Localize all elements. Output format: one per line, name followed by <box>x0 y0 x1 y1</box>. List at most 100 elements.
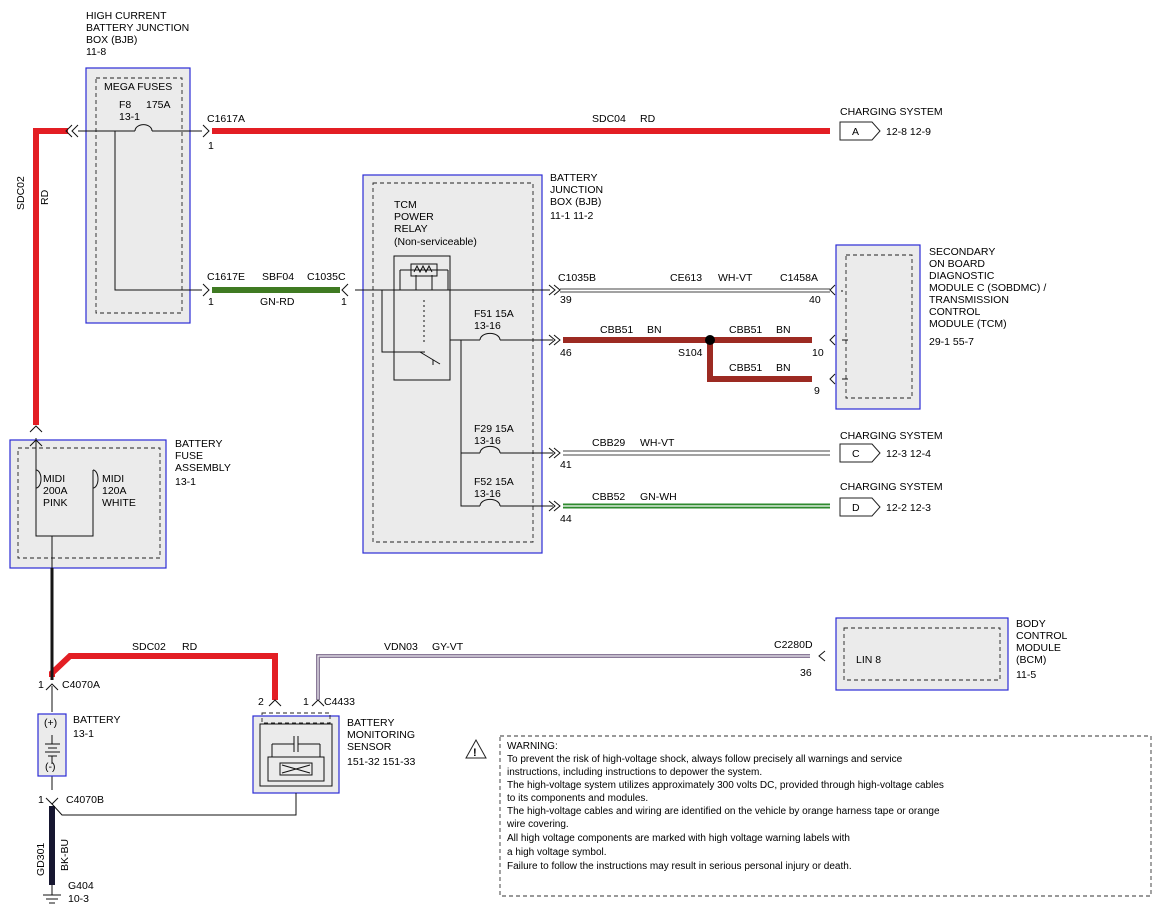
bjb-box <box>362 174 543 554</box>
reference-a-letter: A <box>852 126 859 138</box>
wire-sdc02-vertical-code: SDC02 <box>15 176 27 210</box>
wire-cbb52-code: CBB52 <box>592 491 625 503</box>
bjb-label: BATTERY JUNCTION BOX (BJB) 11-1 11-2 <box>550 172 606 222</box>
pin-41: 41 <box>560 459 572 471</box>
wire-sdc02-horizontal <box>49 653 278 700</box>
bms-box <box>252 712 340 794</box>
warning-text: WARNING: To prevent the risk of high-vol… <box>506 741 947 872</box>
fuse-f29-name: F29 15A <box>474 423 514 435</box>
ground-label: G404 10-3 <box>68 880 97 905</box>
warning-triangle-mark: ! <box>473 747 477 759</box>
fuse-f8-rating: 175A <box>146 99 171 111</box>
connector-c1458a: C1458A <box>780 272 818 284</box>
wire-sdc02-horizontal-code: SDC02 <box>132 641 166 653</box>
connector-c4433-pin2: 2 <box>258 696 264 708</box>
reference-c-title: CHARGING SYSTEM <box>840 430 943 442</box>
wire-cbb52-color: GN-WH <box>640 491 677 503</box>
wire-cbb51c-code: CBB51 <box>729 362 762 374</box>
pin-9: 9 <box>814 385 820 397</box>
sobdmc-label: SECONDARY ON BOARD DIAGNOSTIC MODULE C (… <box>929 246 1049 348</box>
warning-triangle-icon <box>465 738 487 759</box>
bcm-inner-label: LIN 8 <box>856 654 881 666</box>
wire-cbb51a-code: CBB51 <box>600 324 633 336</box>
battery-fuse-assembly-box <box>9 439 167 569</box>
bcm-box <box>835 617 1009 691</box>
reference-c-letter: C <box>852 448 860 460</box>
wire-ce613-code: CE613 <box>670 272 702 284</box>
mega-fuses-label: MEGA FUSES <box>104 81 172 93</box>
reference-a-title: CHARGING SYSTEM <box>840 106 943 118</box>
wire-vdn03 <box>316 654 810 700</box>
reference-d-letter: D <box>852 502 860 514</box>
reference-d-title: CHARGING SYSTEM <box>840 481 943 493</box>
connector-c4433: C4433 <box>324 696 355 708</box>
wire-ce613-color: WH-VT <box>718 272 753 284</box>
wire-sdc02-horizontal-color: RD <box>182 641 198 653</box>
wire-sdc04-color: RD <box>640 113 656 125</box>
battery-fuse-assembly-label: BATTERY FUSE ASSEMBLY 13-1 <box>175 438 234 488</box>
wire-vdn03-code: VDN03 <box>384 641 418 653</box>
wire-cbb51b-code: CBB51 <box>729 324 762 336</box>
warning-box <box>499 735 1152 897</box>
battery-minus-label: (-) <box>45 761 56 773</box>
ground-symbol <box>43 885 61 904</box>
connector-c4070b: C4070B <box>66 794 104 806</box>
sobdmc-box <box>835 244 921 410</box>
wire-gd301-code: GD301 <box>35 843 47 876</box>
relay-label: TCM POWER RELAY (Non-serviceable) <box>394 199 477 248</box>
reference-a-pages: 12-8 12-9 <box>886 126 931 138</box>
connector-c1617a-pin: 1 <box>208 140 214 152</box>
wire-cbb51b-color: BN <box>776 324 791 336</box>
pin-46: 46 <box>560 347 572 359</box>
wire-cbb51c <box>707 340 812 382</box>
fuse-f52-name: F52 15A <box>474 476 514 488</box>
reference-c-pages: 12-3 12-4 <box>886 448 931 460</box>
connector-c1035c: C1035C <box>307 271 346 283</box>
midi-fuse-2-label: MIDI 120A WHITE <box>102 473 136 509</box>
reference-d-pages: 12-2 12-3 <box>886 502 931 514</box>
connector-c4070b-pin: 1 <box>38 794 44 806</box>
connector-c4070a: C4070A <box>62 679 100 691</box>
midi-fuse-1-label: MIDI 200A PINK <box>43 473 70 509</box>
battery-plus-label: (+) <box>44 717 57 729</box>
pin-39: 39 <box>560 294 572 306</box>
connector-c1617e-pin: 1 <box>208 296 214 308</box>
pin-10: 10 <box>812 347 824 359</box>
wire-sdc02-vertical-color: RD <box>39 189 51 205</box>
wire-cbb29-code: CBB29 <box>592 437 625 449</box>
splice-s104 <box>705 335 715 345</box>
pin-36: 36 <box>800 667 812 679</box>
wire-cbb29-color: WH-VT <box>640 437 675 449</box>
connector-c4070a-pin: 1 <box>38 679 44 691</box>
reference-flag-c[interactable] <box>839 443 881 463</box>
bcm-label: BODY CONTROL MODULE (BCM) 11-5 <box>1016 618 1070 681</box>
fuse-f8-ref: 13-1 <box>119 111 140 123</box>
wire-cbb51a-color: BN <box>647 324 662 336</box>
hcbjb-label: HIGH CURRENT BATTERY JUNCTION BOX (BJB) … <box>86 10 192 58</box>
fuse-f52-ref: 13-16 <box>474 488 501 500</box>
connector-c1035b: C1035B <box>558 272 596 284</box>
connector-c2280d: C2280D <box>774 639 813 651</box>
bms-label: BATTERY MONITORING SENSOR 151-32 151-33 <box>347 717 418 768</box>
wire-gd301-color: BK-BU <box>59 839 71 871</box>
wire-ce613 <box>560 288 830 293</box>
pin-40: 40 <box>809 294 821 306</box>
hcbjb-box <box>85 67 191 324</box>
connector-c4433-pin1: 1 <box>303 696 309 708</box>
fuse-f29-ref: 13-16 <box>474 435 501 447</box>
reference-flag-d[interactable] <box>839 497 881 517</box>
connector-c1617e: C1617E <box>207 271 245 283</box>
fuse-f8-name: F8 <box>119 99 131 111</box>
wire-sdc04-code: SDC04 <box>592 113 626 125</box>
wire-sbf04-color: GN-RD <box>260 296 295 308</box>
wire-cbb51c-color: BN <box>776 362 791 374</box>
fuse-f51-name: F51 15A <box>474 308 514 320</box>
wire-vdn03-color: GY-VT <box>432 641 464 653</box>
wire-sdc02-vertical <box>33 128 68 425</box>
splice-s104-label: S104 <box>678 347 703 359</box>
connector-c1035c-pin: 1 <box>341 296 347 308</box>
battery-symbol <box>37 713 67 777</box>
reference-flag-a[interactable] <box>839 121 881 141</box>
pin-44: 44 <box>560 513 572 525</box>
